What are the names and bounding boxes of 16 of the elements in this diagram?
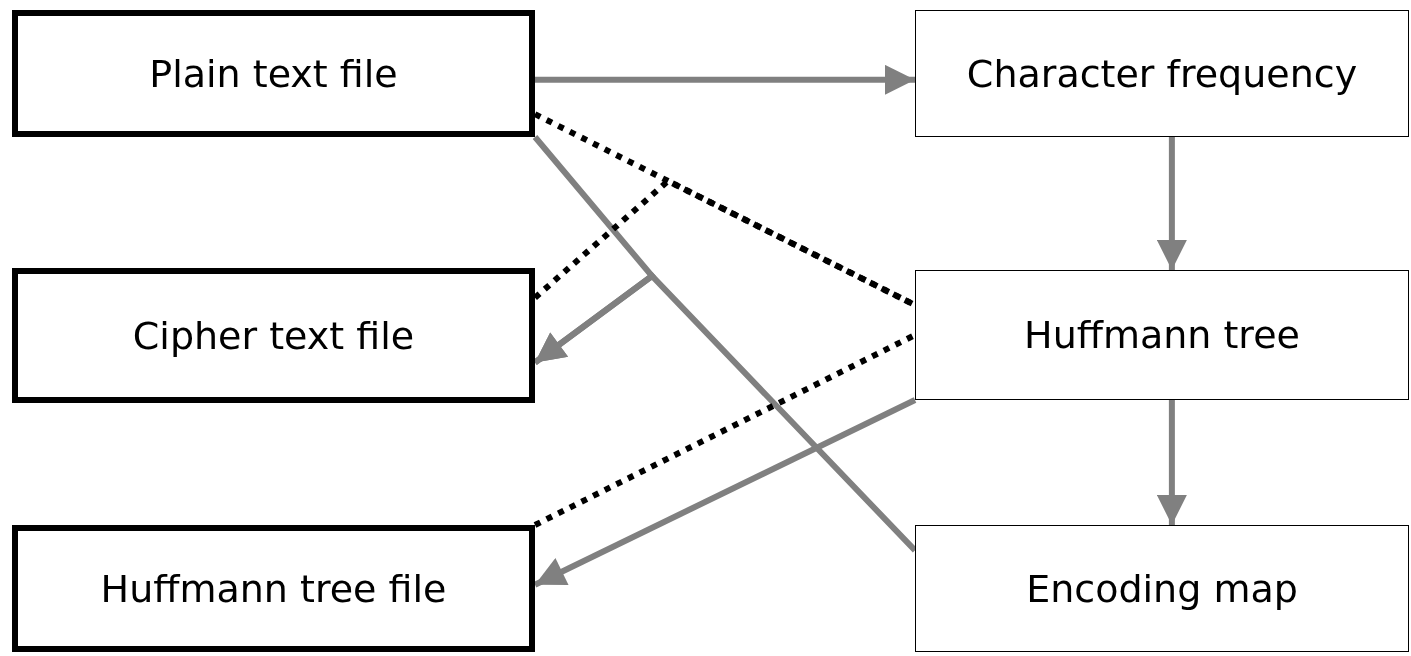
box-label: Character frequency [966, 51, 1358, 96]
dashed-line [533, 332, 917, 528]
box-label: Huffmann tree [1024, 313, 1300, 357]
process-box [12, 10, 535, 137]
arrow [1156, 137, 1187, 270]
box-label: Encoding map [1026, 566, 1298, 611]
process-box [915, 10, 1409, 137]
process-box [915, 525, 1409, 652]
arrow [1156, 400, 1187, 525]
process-box [12, 268, 535, 403]
box-label: Plain text file [149, 51, 398, 96]
process-box [12, 525, 535, 652]
box-label: Huffmann tree file [100, 566, 447, 611]
box-label: Cipher text file [132, 313, 415, 358]
arrow [535, 64, 915, 95]
process-box [915, 270, 1409, 400]
